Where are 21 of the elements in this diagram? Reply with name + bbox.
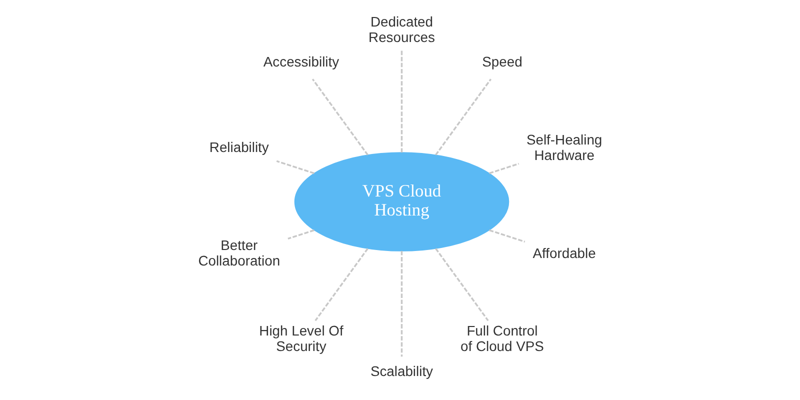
node-text: Affordable xyxy=(532,244,596,261)
connector xyxy=(400,50,403,153)
connector xyxy=(488,229,526,243)
node-text: Accessibility xyxy=(263,54,340,70)
node-text: Better Collaboration xyxy=(198,237,280,269)
connector xyxy=(435,248,489,322)
node-text: Scalability xyxy=(370,362,434,379)
node-text: Dedicated Resources xyxy=(368,13,435,45)
node-text: Speed xyxy=(482,54,522,70)
node-text: Reliability xyxy=(209,139,269,156)
connector xyxy=(312,78,368,156)
connector xyxy=(314,248,368,322)
node-text: Self-Healing Hardware xyxy=(526,131,602,164)
node-text: High Level Of Security xyxy=(259,322,344,354)
node-ellipse: VPS Cloud Hosting xyxy=(294,152,510,252)
node-text: Full Control of Cloud VPS xyxy=(460,322,544,354)
connector xyxy=(488,162,520,174)
connector xyxy=(400,250,403,357)
connector xyxy=(288,229,315,240)
connector xyxy=(276,160,315,174)
connector xyxy=(435,78,492,156)
